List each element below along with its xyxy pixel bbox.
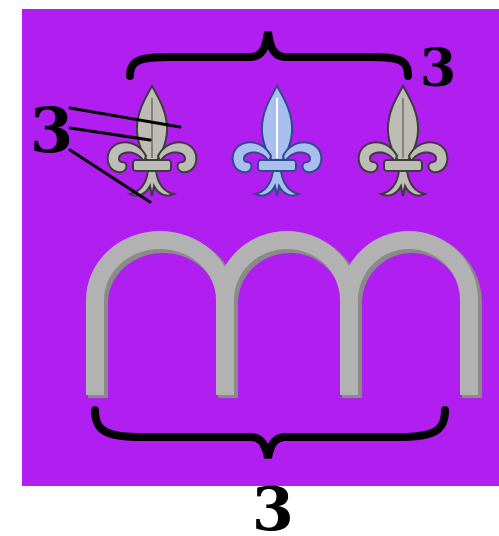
- bottom-count-label: 3: [252, 475, 294, 536]
- top-count-label: 3: [420, 38, 456, 99]
- left-count-label: 3: [30, 94, 73, 167]
